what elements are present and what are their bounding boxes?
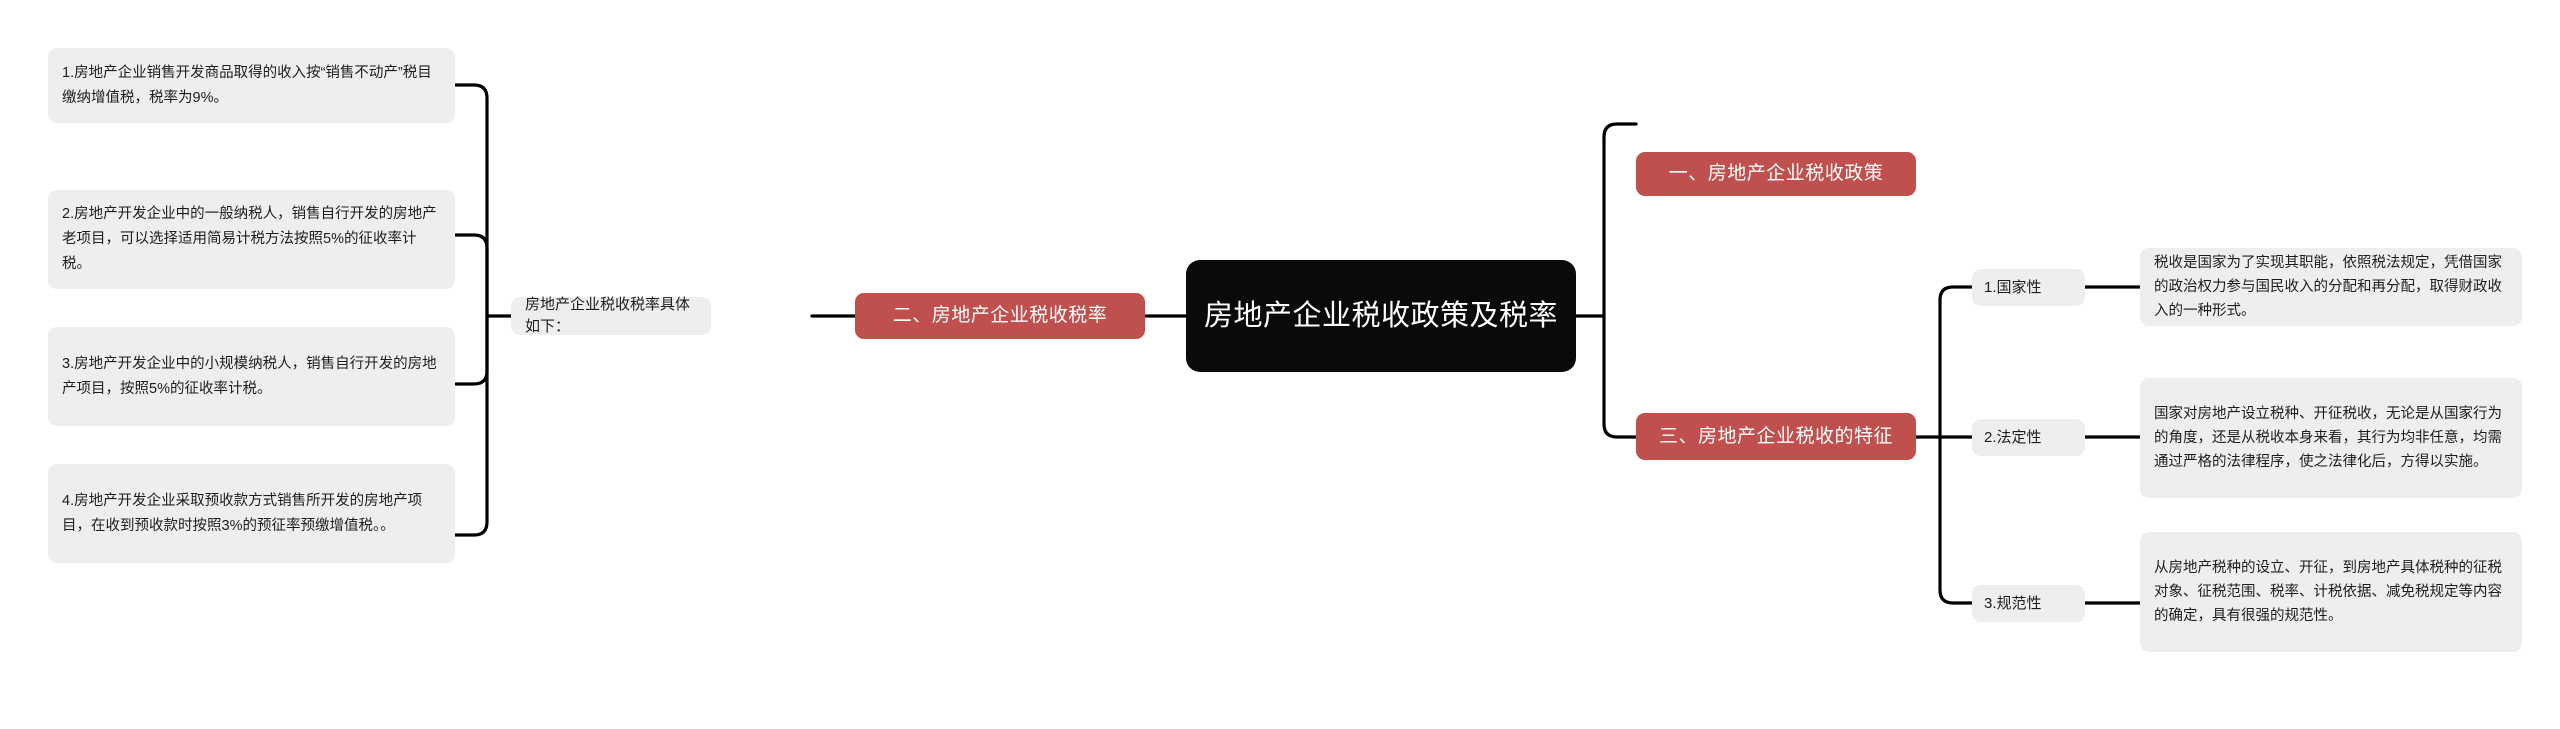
- branch-node-features[interactable]: 三、房地产企业税收的特征: [1636, 413, 1916, 460]
- feature-detail-3[interactable]: 从房地产税种的设立、开征，到房地产具体税种的征税对象、征税范围、税率、计税依据、…: [2140, 532, 2522, 652]
- rates-item-1[interactable]: 1.房地产企业销售开发商品取得的收入按“销售不动产”税目缴纳增值税，税率为9%。: [48, 48, 455, 123]
- link-features-to-f3: [1938, 435, 1974, 605]
- feature-node-2[interactable]: 2.法定性: [1972, 419, 2085, 456]
- feature-node-3-label: 3.规范性: [1984, 594, 2042, 612]
- link-intro-to-item3: [453, 314, 489, 386]
- branch-node-rates[interactable]: 二、房地产企业税收税率: [855, 293, 1145, 339]
- feature-detail-1-text: 税收是国家为了实现其职能，依照税法规定，凭借国家的政治权力参与国民收入的分配和再…: [2154, 255, 2502, 319]
- rates-item-4[interactable]: 4.房地产开发企业采取预收款方式销售所开发的房地产项目，在收到预收款时按照3%的…: [48, 464, 455, 563]
- feature-node-2-label: 2.法定性: [1984, 428, 2042, 446]
- feature-detail-1[interactable]: 税收是国家为了实现其职能，依照税法规定，凭借国家的政治权力参与国民收入的分配和再…: [2140, 248, 2522, 326]
- rates-item-3[interactable]: 3.房地产开发企业中的小规模纳税人，销售自行开发的房地产项目，按照5%的征收率计…: [48, 327, 455, 426]
- feature-detail-2-text: 国家对房地产设立税种、开征税收，无论是从国家行为的角度，还是从税收本身来看，其行…: [2154, 406, 2502, 470]
- feature-node-1[interactable]: 1.国家性: [1972, 269, 2085, 306]
- feature-detail-2[interactable]: 国家对房地产设立税种、开征税收，无论是从国家行为的角度，还是从税收本身来看，其行…: [2140, 378, 2522, 498]
- link-intro-to-item2: [453, 233, 489, 318]
- branch-node-rates-label: 二、房地产企业税收税率: [892, 305, 1108, 326]
- link-intro-to-item1: [453, 83, 489, 318]
- feature-node-1-label: 1.国家性: [1984, 278, 2042, 296]
- branch-node-policy-label: 一、房地产企业税收政策: [1668, 163, 1884, 184]
- branch-node-policy[interactable]: 一、房地产企业税收政策: [1636, 152, 1916, 196]
- link-root-to-policy: [1602, 122, 1638, 318]
- rates-item-3-text: 3.房地产开发企业中的小规模纳税人，销售自行开发的房地产项目，按照5%的征收率计…: [62, 355, 437, 397]
- root-node-label: 房地产企业税收政策及税率: [1203, 300, 1558, 332]
- rates-item-1-text: 1.房地产企业销售开发商品取得的收入按“销售不动产”税目缴纳增值税，税率为9%。: [62, 64, 432, 106]
- rates-item-2[interactable]: 2.房地产开发企业中的一般纳税人，销售自行开发的房地产老项目，可以选择适用简易计…: [48, 190, 455, 289]
- rates-intro-node[interactable]: 房地产企业税收税率具体如下：: [511, 296, 711, 335]
- rates-item-2-text: 2.房地产开发企业中的一般纳税人，销售自行开发的房地产老项目，可以选择适用简易计…: [62, 206, 437, 272]
- branch-node-features-label: 三、房地产企业税收的特征: [1658, 425, 1893, 447]
- link-features-to-f1: [1938, 285, 1974, 439]
- feature-node-3[interactable]: 3.规范性: [1972, 585, 2085, 622]
- root-node[interactable]: 房地产企业税收政策及税率: [1186, 260, 1576, 372]
- link-root-to-features: [1602, 314, 1638, 439]
- rates-intro-label: 房地产企业税收税率具体如下：: [525, 296, 691, 335]
- rates-item-4-text: 4.房地产开发企业采取预收款方式销售所开发的房地产项目，在收到预收款时按照3%的…: [62, 492, 423, 534]
- feature-detail-3-text: 从房地产税种的设立、开征，到房地产具体税种的征税对象、征税范围、税率、计税依据、…: [2154, 560, 2502, 624]
- link-intro-to-item4: [453, 314, 489, 537]
